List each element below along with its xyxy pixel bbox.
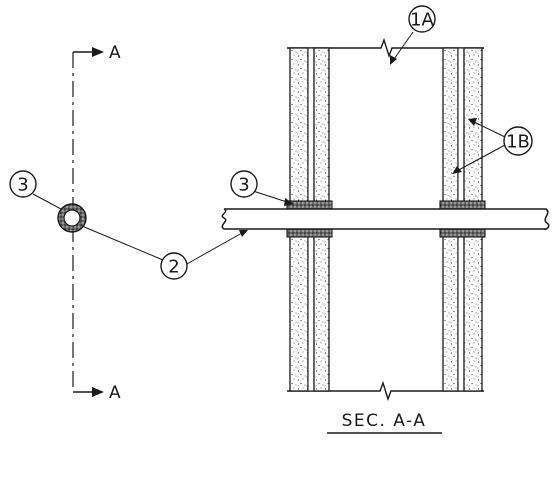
section-letter-bottom: A [109,383,121,403]
right-wall-inner-board-upper [442,47,459,209]
left-wall-outer-board-upper [289,47,309,209]
callout-2-circle [160,252,188,280]
firestop-right-top [439,200,486,210]
wall-section [221,37,550,402]
callouts: 1A 1B 2 3 3 [9,5,533,280]
pipe-plan-circle [63,209,81,227]
section-arrow-top-head [92,47,104,57]
callout-3-right-circle [230,170,258,198]
callout-3-left-label: 3 [17,175,28,196]
leader-1b-lower-arrowhead [452,166,462,174]
callout-1a-label: 1A [410,10,434,31]
leader-3-right-arrowhead [284,198,294,206]
leader-1b-lower [454,144,506,173]
section-title: SEC. A-A [342,411,427,431]
section-arrow-bottom-head [92,387,104,397]
left-wall-stud-lower [307,235,315,392]
firestop-left-bottom [286,228,333,238]
leader-3-right [252,190,291,204]
callout-3-left-circle [9,170,37,198]
leader-1a-arrowhead [390,55,397,65]
firestop-left-top [286,200,333,210]
wall-bottom-line [287,380,484,402]
left-wall-stud-upper [307,47,315,209]
leader-3-left [32,193,62,210]
leader-2-section-arrowhead [239,230,248,237]
right-wall-outer-board-lower [463,235,483,392]
right-wall-stud-upper [457,47,465,209]
left-wall-outer-board-lower [289,235,309,392]
leader-2-to-section-pipe [184,232,243,266]
pipe-section [221,208,550,231]
leader-1b-upper-arrowhead [468,118,477,126]
leader-1b-upper [471,120,506,138]
left-wall-inner-board-upper [313,47,330,209]
right-wall-outer-board-upper [463,47,483,209]
callout-3-right-label: 3 [238,175,249,196]
leader-1a [391,31,414,63]
leader-2-to-plan-pipe [81,225,164,261]
section-letter-top: A [109,43,121,63]
plan-view: A A [57,43,121,403]
right-wall-inner-board-lower [442,235,459,392]
right-wall-stud-lower [457,235,465,392]
callout-1a-circle [408,5,436,33]
callout-1b-circle [503,126,533,156]
left-wall-inner-board-lower [313,235,330,392]
callout-2-label: 2 [168,257,179,278]
callout-1b-label: 1B [506,132,530,153]
firestop-right-bottom [439,228,486,238]
wall-top-line [287,37,484,59]
